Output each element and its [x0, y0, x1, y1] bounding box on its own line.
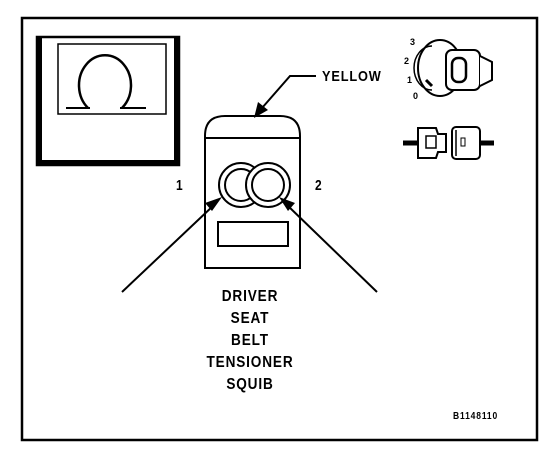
probe-arrowhead-right — [279, 197, 295, 211]
terminal-cavities — [218, 162, 291, 208]
probe-arrow-left — [121, 204, 215, 293]
pin-2-label: 2 — [315, 177, 322, 194]
key-position-2: 2 — [404, 56, 410, 66]
pin-1-label: 1 — [176, 177, 183, 194]
probe-arrowhead-left — [205, 197, 222, 211]
component-title: DRIVER SEAT BELT TENSIONER SQUIB — [180, 286, 320, 396]
wire-leader-line — [261, 75, 316, 109]
probe-arrow-right — [286, 204, 378, 293]
ohmmeter-icon — [35, 35, 181, 167]
key-position-0: 0 — [413, 91, 419, 101]
title-line-3: BELT — [231, 332, 269, 349]
title-line-1: DRIVER — [221, 288, 279, 305]
key-position-3: 3 — [410, 37, 416, 47]
ignition-key-icon — [413, 39, 493, 97]
key-position-1: 1 — [407, 75, 413, 85]
connector-latch — [217, 221, 289, 247]
title-line-2: SEAT — [230, 310, 270, 327]
title-line-5: SQUIB — [226, 376, 274, 393]
title-line-4: TENSIONER — [206, 354, 294, 371]
outer-border — [20, 16, 539, 442]
connector-disconnect-icon — [403, 126, 494, 160]
wire-color-label: YELLOW — [322, 68, 382, 85]
squib-connector — [204, 115, 301, 269]
figure-id: B1148110 — [453, 411, 499, 422]
wire-leader-arrow — [254, 102, 268, 118]
